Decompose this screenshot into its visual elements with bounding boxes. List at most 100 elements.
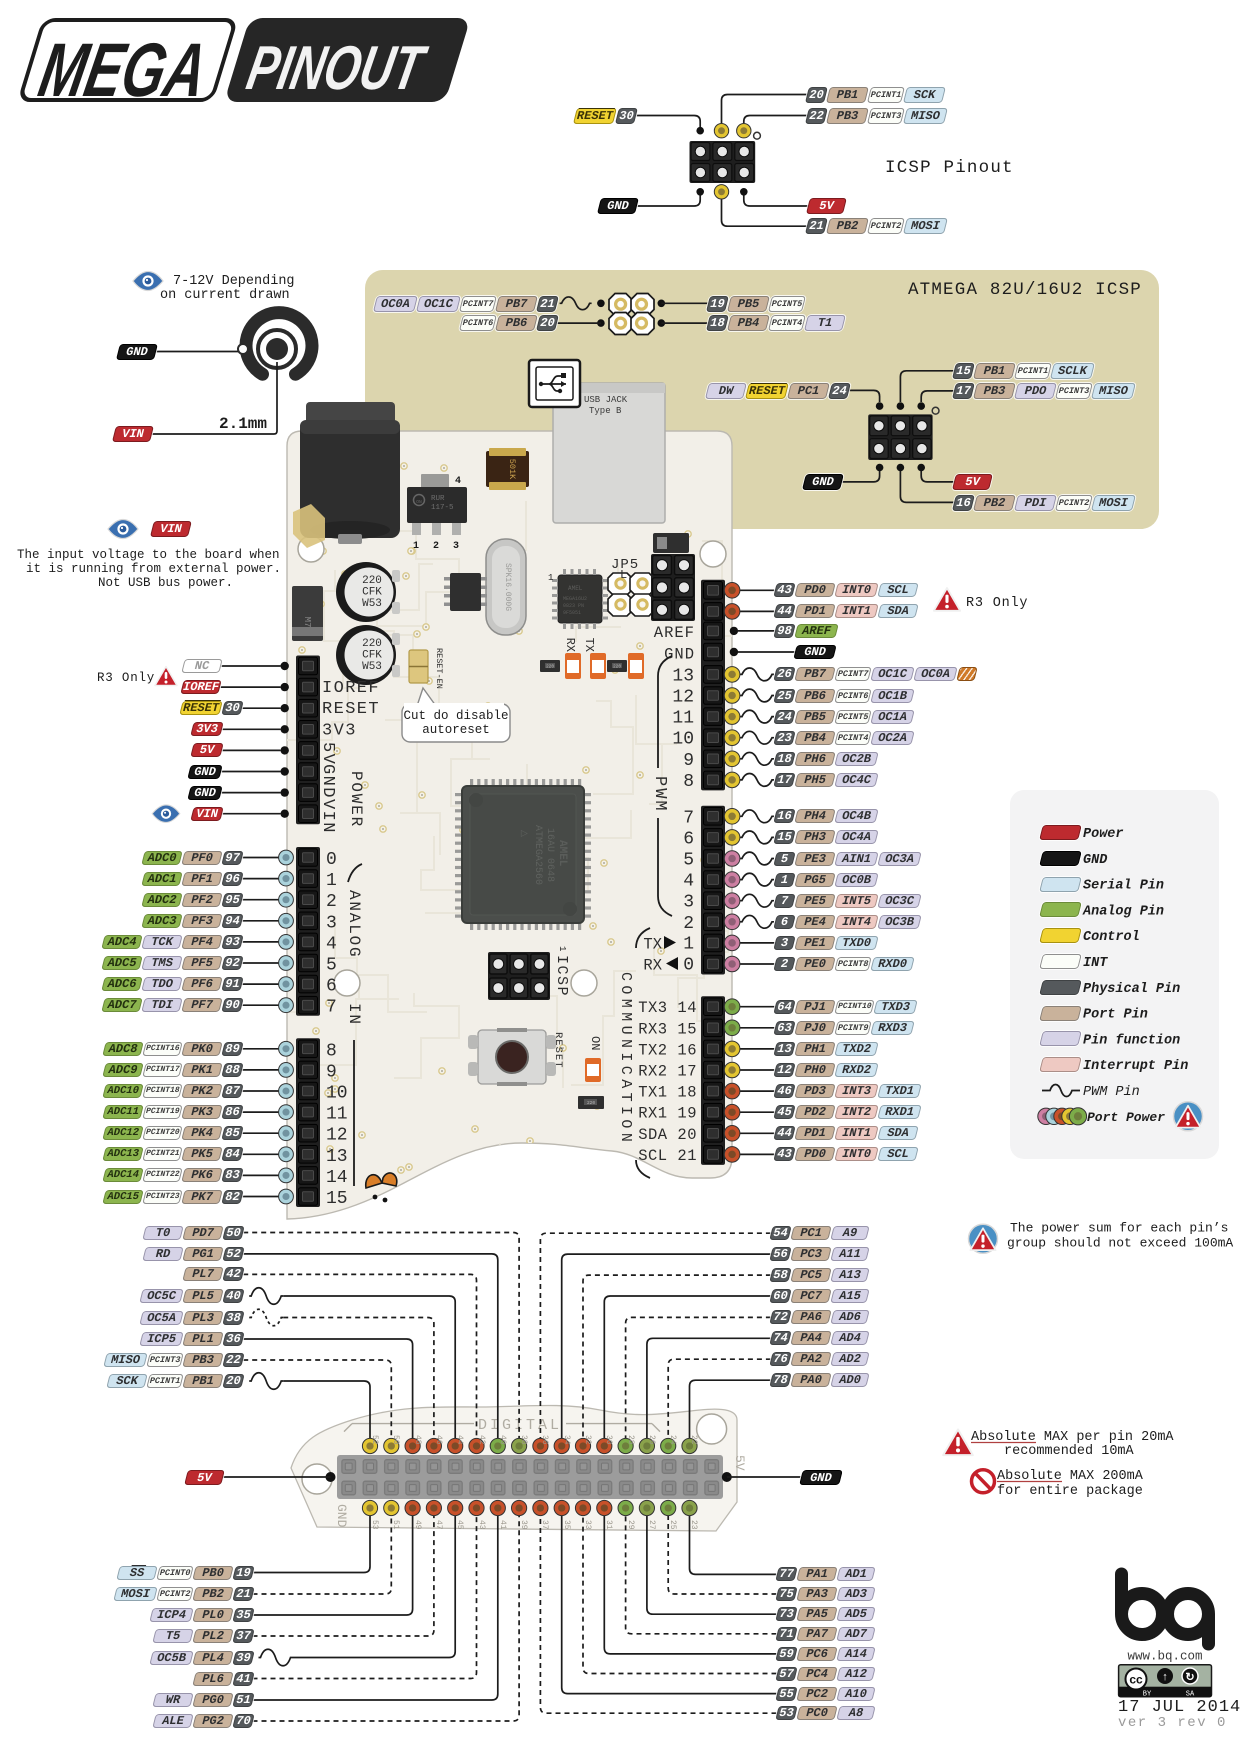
svg-text:BY: BY — [1143, 1691, 1152, 1699]
svg-text:1: 1 — [548, 573, 553, 583]
svg-text:220: 220 — [587, 1100, 595, 1106]
svg-text:SCL 21: SCL 21 — [638, 1147, 697, 1165]
svg-text:↑: ↑ — [1162, 1672, 1169, 1684]
svg-text:37: 37 — [540, 1520, 549, 1530]
svg-text:Pin function: Pin function — [1083, 1033, 1180, 1048]
svg-text:R3 Only: R3 Only — [966, 596, 1028, 611]
svg-text:0: 0 — [326, 850, 337, 870]
svg-text:5V: 5V — [732, 1455, 747, 1471]
svg-text:ON: ON — [416, 499, 422, 505]
svg-text:for entire package: for entire package — [997, 1484, 1143, 1499]
svg-text:Type B: Type B — [589, 406, 622, 416]
svg-text:POWER: POWER — [347, 771, 365, 828]
svg-text:35: 35 — [562, 1520, 571, 1530]
svg-text:ver 3 rev 0: ver 3 rev 0 — [1118, 1715, 1227, 1731]
svg-text:SPK16.000G: SPK16.000G — [503, 563, 512, 611]
svg-text:43: 43 — [477, 1520, 486, 1530]
svg-text:45: 45 — [455, 1520, 464, 1530]
svg-text:50: 50 — [391, 1435, 400, 1445]
svg-text:117-5: 117-5 — [431, 504, 454, 512]
svg-text:23: 23 — [689, 1520, 698, 1530]
svg-text:USB JACK: USB JACK — [584, 395, 628, 405]
svg-text:TX3 14: TX3 14 — [638, 999, 697, 1017]
svg-text:27: 27 — [647, 1520, 656, 1530]
svg-text:220: 220 — [546, 664, 554, 670]
svg-text:RESET: RESET — [322, 700, 380, 719]
svg-text:13: 13 — [672, 666, 694, 686]
svg-text:12: 12 — [672, 688, 694, 708]
svg-text:RUR: RUR — [431, 495, 445, 503]
svg-text:AREF: AREF — [654, 624, 695, 642]
svg-text:3V3: 3V3 — [322, 722, 357, 741]
svg-text:53: 53 — [370, 1520, 379, 1530]
svg-text:ANALOG: ANALOG — [345, 890, 363, 958]
svg-text:1: 1 — [557, 946, 567, 951]
svg-text:10: 10 — [672, 730, 694, 750]
svg-text:2: 2 — [433, 541, 439, 552]
svg-text:Cut do disable: Cut do disable — [403, 709, 508, 723]
svg-text:39: 39 — [519, 1520, 528, 1530]
svg-text:GND: GND — [318, 764, 337, 799]
svg-text:220: 220 — [613, 664, 621, 670]
svg-text:26: 26 — [647, 1435, 656, 1445]
svg-text:48: 48 — [413, 1435, 422, 1445]
svg-text:34: 34 — [562, 1435, 571, 1445]
svg-text:Analog Pin: Analog Pin — [1082, 904, 1164, 919]
svg-text:TX1 18: TX1 18 — [638, 1084, 697, 1102]
svg-text:Interrupt Pin: Interrupt Pin — [1083, 1059, 1188, 1074]
svg-text:cc: cc — [1129, 1673, 1143, 1687]
svg-text:16AU 0648: 16AU 0648 — [544, 828, 555, 882]
svg-text:it is running from external po: it is running from external power. — [26, 562, 281, 576]
svg-text:INT: INT — [1083, 956, 1108, 971]
svg-text:36: 36 — [540, 1435, 549, 1445]
svg-text:GND: GND — [664, 646, 695, 664]
svg-text:501K: 501K — [507, 459, 517, 480]
svg-text:autoreset: autoreset — [422, 723, 490, 737]
svg-text:9: 9 — [326, 1062, 337, 1082]
svg-text:2.1mm: 2.1mm — [219, 415, 267, 433]
svg-text:ATMEGA 82U/16U2 ICSP: ATMEGA 82U/16U2 ICSP — [908, 280, 1142, 300]
svg-text:33: 33 — [583, 1520, 592, 1530]
svg-text:24: 24 — [668, 1435, 677, 1445]
svg-text:GND: GND — [334, 1504, 349, 1528]
svg-text:52: 52 — [370, 1435, 379, 1445]
svg-text:38: 38 — [519, 1435, 528, 1445]
svg-text:6: 6 — [683, 829, 694, 849]
svg-text:Serial Pin: Serial Pin — [1083, 879, 1164, 894]
svg-text:recommended 10mA: recommended 10mA — [1004, 1444, 1135, 1459]
svg-text:Control: Control — [1083, 930, 1140, 945]
svg-text:Absolute MAX per pin 20mA: Absolute MAX per pin 20mA — [971, 1430, 1174, 1445]
svg-text:Power: Power — [1083, 827, 1124, 842]
svg-text:AMEL: AMEL — [568, 585, 583, 592]
svg-text:3: 3 — [453, 541, 459, 552]
svg-text:3: 3 — [326, 913, 337, 933]
svg-text:CFK: CFK — [362, 650, 382, 662]
svg-text:7: 7 — [683, 808, 694, 828]
svg-text:10: 10 — [326, 1084, 348, 1104]
svg-text:Not USB bus power.: Not USB bus power. — [98, 576, 233, 590]
svg-text:28: 28 — [626, 1435, 635, 1445]
svg-text:44: 44 — [455, 1435, 464, 1445]
svg-text:on current drawn: on current drawn — [160, 288, 290, 303]
svg-text:0823 PN: 0823 PN — [563, 603, 584, 609]
svg-text:2: 2 — [683, 914, 694, 934]
svg-text:DIGITAL: DIGITAL — [478, 1417, 562, 1434]
svg-text:4: 4 — [683, 872, 694, 892]
svg-text:220: 220 — [362, 575, 382, 587]
svg-text:11: 11 — [672, 709, 694, 729]
svg-text:8: 8 — [683, 772, 694, 792]
svg-text:The power sum for each pin’s: The power sum for each pin’s — [1010, 1221, 1228, 1236]
svg-text:↻: ↻ — [1185, 1673, 1194, 1685]
svg-text:1: 1 — [413, 541, 419, 552]
svg-text:SDA 20: SDA 20 — [638, 1126, 697, 1144]
svg-text:TX: TX — [643, 936, 662, 954]
svg-text:M7: M7 — [302, 617, 312, 628]
svg-text:RESET: RESET — [552, 1032, 564, 1069]
svg-text:Port Pin: Port Pin — [1083, 1008, 1148, 1023]
svg-text:3: 3 — [683, 893, 694, 913]
svg-text:Physical Pin: Physical Pin — [1083, 982, 1180, 997]
svg-text:42: 42 — [477, 1435, 486, 1445]
svg-text:W53: W53 — [362, 661, 382, 673]
svg-text:CFK: CFK — [362, 587, 382, 599]
svg-text:PWM: PWM — [650, 776, 669, 813]
